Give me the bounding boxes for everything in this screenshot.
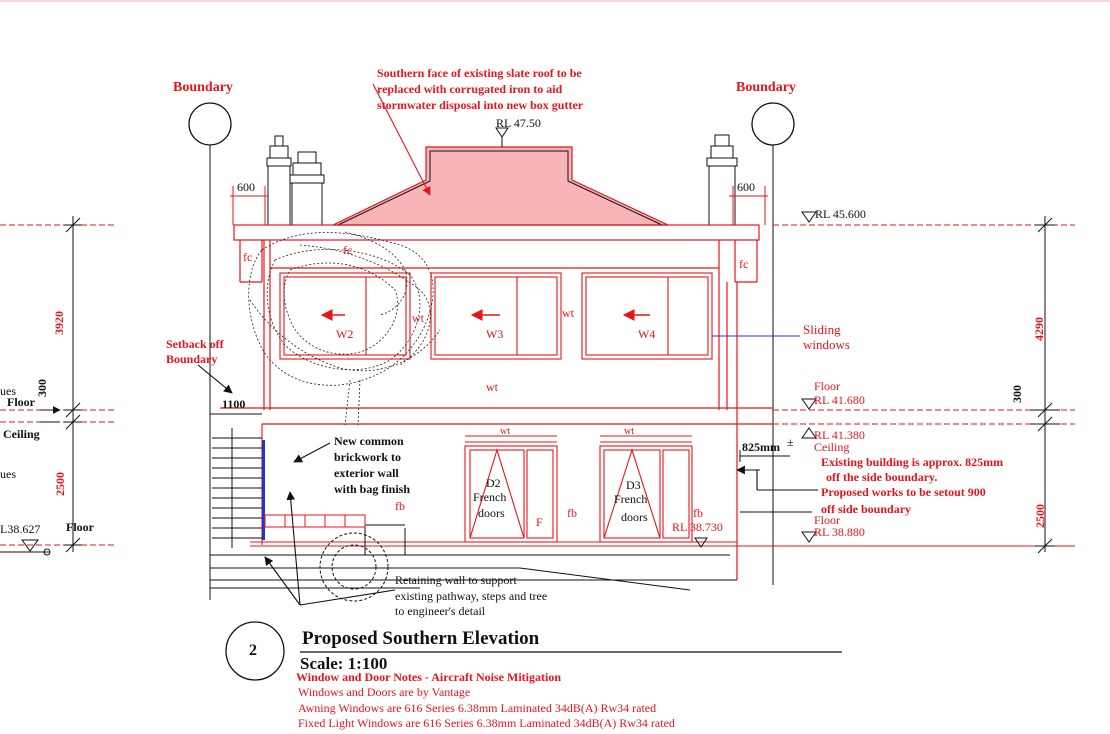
dim-3920: 3920: [52, 311, 66, 335]
right-level-markers: [694, 211, 817, 548]
right-ceiling-label: Ceiling: [814, 440, 850, 454]
retaining-note-line3: to engineer's detail: [395, 604, 486, 618]
window-w4: [581, 272, 713, 360]
existing-note-line2: off the side boundary.: [826, 470, 938, 484]
door-d3-doors: doors: [621, 510, 648, 524]
door-d2-french: French: [473, 490, 507, 504]
roof-note-line3: stormwater disposal into new box gutter: [377, 98, 584, 112]
dim-300-left: 300: [35, 379, 49, 397]
ridge-level-marker: [495, 127, 509, 138]
boundary-label-right: Boundary: [736, 80, 796, 95]
left-ues-bottom: ues: [0, 467, 16, 481]
left-level-lines: [0, 224, 115, 546]
left-rl-label: L38.627: [0, 522, 41, 536]
scale-label: Scale: 1:100: [300, 654, 388, 673]
right-dimension-chain: [1030, 216, 1060, 554]
roof-note-line2: replaced with corrugated iron to aid: [377, 82, 563, 96]
boundary-label-left: Boundary: [173, 80, 233, 95]
brick-note-line4: with bag finish: [334, 482, 411, 496]
brick-note-line1: New common: [334, 434, 404, 448]
brick-note-line3: exterior wall: [334, 466, 399, 480]
dim-2500-right: 2500: [1033, 504, 1047, 528]
dim-825-symbol: ±: [787, 435, 794, 449]
left-floor-bottom-label: Floor: [66, 520, 94, 534]
door-d3-french: French: [614, 492, 648, 506]
setback-note-line2: Boundary: [166, 352, 218, 366]
wt-label-w2: wt: [412, 311, 424, 325]
sliding-windows-line2: windows: [803, 337, 850, 352]
brick-note-line2: brickwork to: [334, 450, 401, 464]
note-line-1: Windows and Doors are by Vantage: [298, 685, 471, 699]
leader-arrows: [197, 83, 818, 606]
dim-300-right: 300: [1010, 385, 1024, 403]
left-dimension-chain: [0, 216, 82, 556]
door-d2-label: D2: [486, 476, 501, 490]
tree-canopy: [248, 231, 441, 426]
fb-label-1: fb: [395, 499, 405, 513]
left-ceiling-label: Ceiling: [3, 427, 40, 441]
window-label-w2: W2: [336, 327, 354, 341]
wt-label-w3: wt: [562, 306, 574, 320]
setback-600-left: 600: [237, 180, 255, 194]
roof-note-line1: Southern face of existing slate roof to …: [377, 66, 582, 80]
door-d3-label: D3: [626, 478, 641, 492]
retaining-note-line1: Retaining wall to support: [395, 573, 517, 587]
right-bottom-rl: RL 38.880: [814, 525, 865, 539]
roof: [332, 127, 669, 226]
page-title: Proposed Southern Elevation: [302, 628, 540, 649]
left-ues-top: ues: [0, 384, 16, 398]
retaining-note-line2: existing pathway, steps and tree: [395, 589, 548, 603]
window-w2: [279, 272, 411, 360]
right-level-lines: [773, 224, 1075, 425]
dim-4290: 4290: [1032, 317, 1046, 341]
title-block: [225, 621, 842, 681]
ground-rl: RL 38.730: [672, 520, 723, 534]
window-label-w4: W4: [638, 327, 656, 341]
proposed-note-line2: off side boundary: [821, 502, 912, 516]
dim-2500-left: 2500: [53, 472, 67, 496]
note-line-3: Fixed Light Windows are 616 Series 6.38m…: [298, 716, 675, 730]
fb-label-3: fb: [693, 506, 703, 520]
window-label-w3: W3: [486, 327, 504, 341]
proposed-note-line1: Proposed works to be setout 900: [821, 485, 986, 499]
setback-600-dims: [230, 186, 768, 225]
wt-label-d2: wt: [500, 426, 510, 437]
right-bottom-floor-label: Floor: [814, 513, 841, 527]
fc-left: fc: [243, 250, 253, 264]
existing-note-line1: Existing building is approx. 825mm: [821, 455, 1004, 469]
dim-1100-label: 1100: [222, 397, 246, 411]
dim-825-label: 825mm: [742, 440, 780, 454]
notes-heading: Window and Door Notes - Aircraft Noise M…: [296, 670, 561, 684]
left-floor-label: Floor: [7, 395, 35, 409]
door-d2-fixed: F: [536, 515, 543, 529]
blue-wall-marker: [262, 440, 265, 540]
eave-rl: RL 45.600: [815, 207, 866, 221]
dim-825: [739, 450, 790, 462]
fc-right: fc: [739, 257, 749, 271]
window-w3: [430, 272, 562, 360]
fc-top: fc: [343, 243, 353, 257]
wt-label-mid: wt: [486, 380, 498, 394]
sliding-windows-line1: Sliding: [803, 322, 841, 337]
boundary-left-marker: [188, 102, 232, 600]
door-d2-doors: doors: [478, 506, 505, 520]
planter-bricks: [264, 514, 366, 528]
right-floor-rl: RL 41.680: [814, 393, 865, 407]
wt-label-d3: wt: [624, 426, 634, 437]
note-line-2: Awning Windows are 616 Series 6.38mm Lam…: [298, 701, 657, 715]
boundary-right-marker: [751, 102, 795, 585]
section-number: 2: [249, 642, 257, 659]
ridge-rl: RL 47.50: [496, 116, 541, 130]
setback-note-line1: Setback off: [166, 337, 224, 351]
right-floor-label: Floor: [814, 379, 841, 393]
setback-600-right: 600: [737, 180, 755, 194]
fb-label-2: fb: [567, 506, 577, 520]
right-ceiling-rl: RL 41.380: [814, 428, 865, 442]
chimneys: [266, 134, 738, 225]
